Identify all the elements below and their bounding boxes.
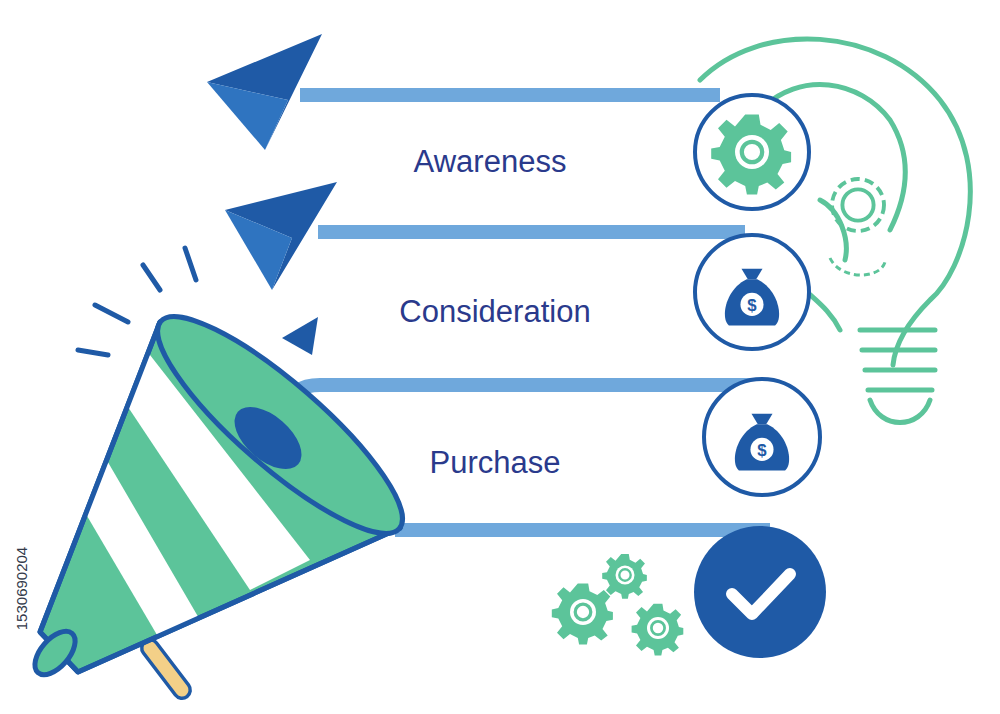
stage-label: Consideration <box>399 294 590 330</box>
watermark: 1530690204 <box>14 546 31 629</box>
stage-label: Purchase <box>430 445 561 481</box>
stage-label: Awareness <box>414 144 567 180</box>
